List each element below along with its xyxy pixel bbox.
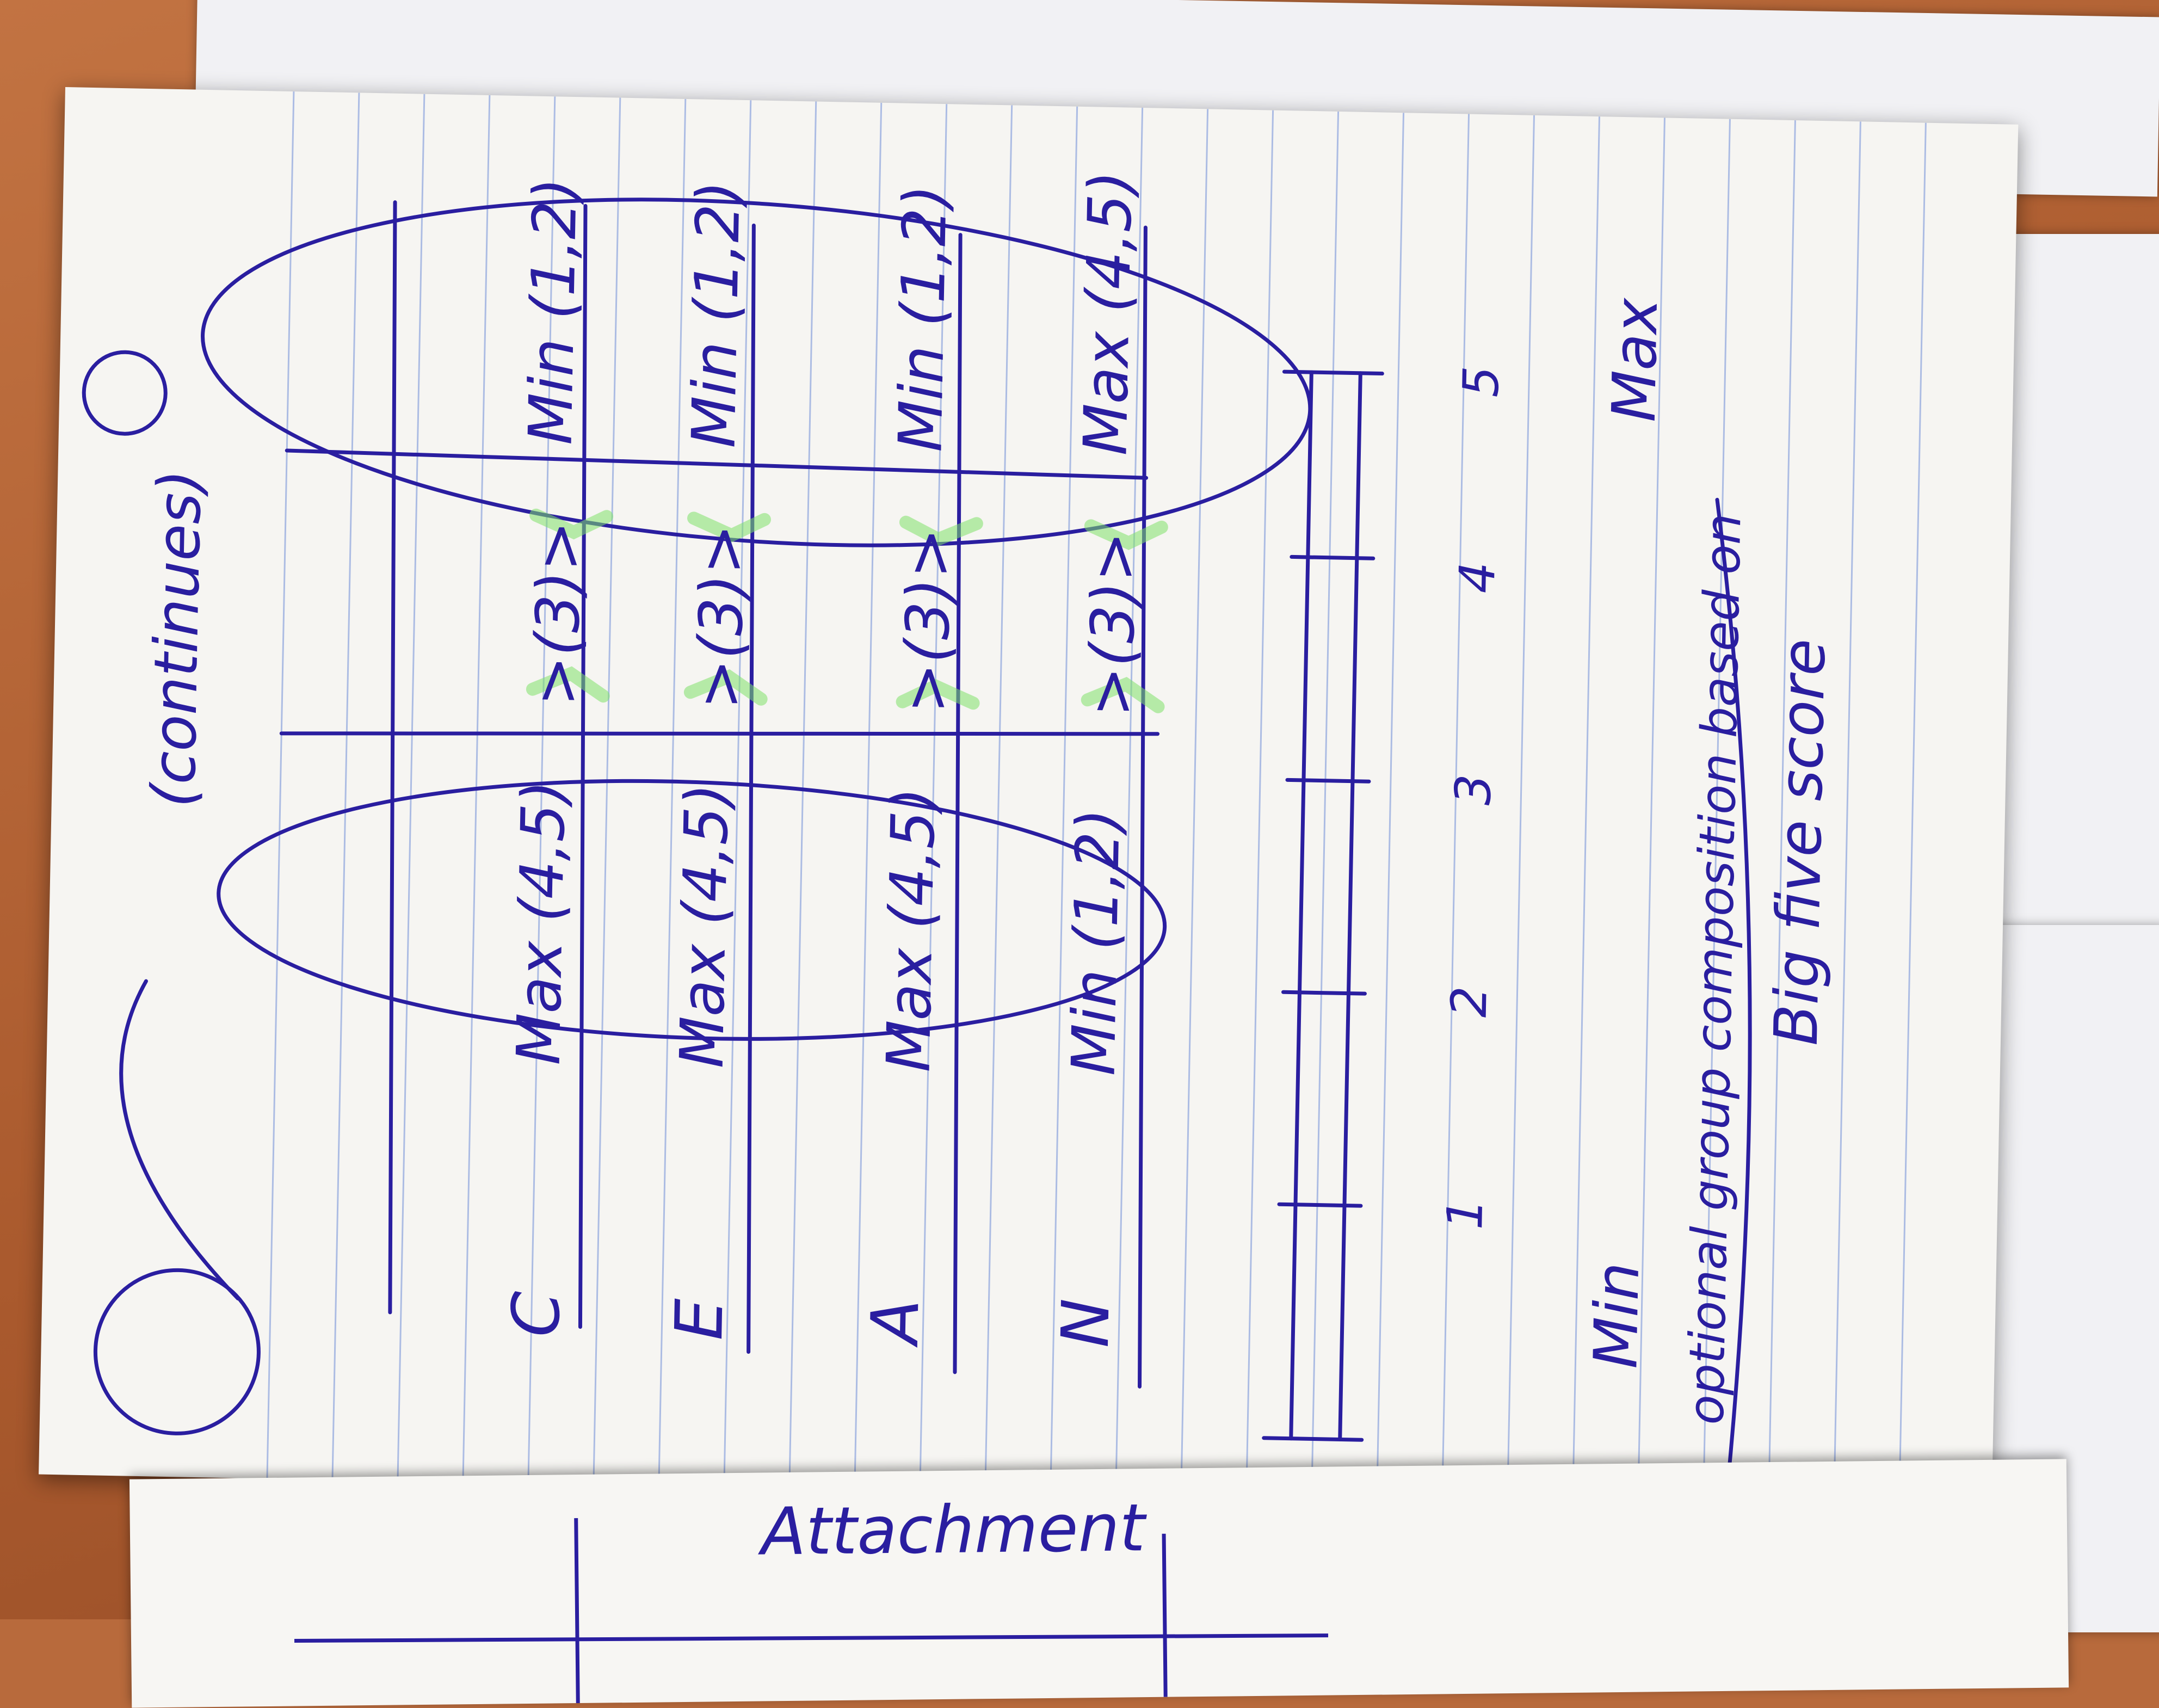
row-e-right: Min (1,2) xyxy=(678,180,754,449)
scale-tick-5: 5 xyxy=(1452,365,1510,398)
table-line-5 xyxy=(1138,225,1148,1389)
row-c-right: Min (1,2) xyxy=(515,177,590,446)
scale-tick-2: 2 xyxy=(1440,985,1498,1018)
column-label-a: A xyxy=(857,1298,934,1345)
column-label-c: C xyxy=(498,1290,575,1338)
scale-min-label: Min xyxy=(1581,1261,1653,1370)
row-a-relation: >(3)> xyxy=(891,527,965,714)
column-label-n: N xyxy=(1047,1298,1125,1348)
row-a-left: Max (4,5) xyxy=(873,786,949,1073)
scale-tick-1: 1 xyxy=(1436,1198,1495,1230)
ink-drawing xyxy=(82,198,1752,1512)
scale-tick-4: 4 xyxy=(1448,561,1507,594)
table-divider xyxy=(279,731,1160,736)
table-line-1 xyxy=(388,200,397,1315)
heading-continues: (continues) xyxy=(138,468,215,809)
row-c-relation: >(3)> xyxy=(521,520,595,707)
notebook-page: (continues) C E A N Max (4,5) >(3)> Min … xyxy=(39,87,2019,1512)
column-label-e: E xyxy=(662,1298,738,1341)
row-e-relation: >(3)> xyxy=(684,523,758,710)
table-line-3 xyxy=(747,223,756,1354)
footnote-line-2: Big five score xyxy=(1761,638,1839,1046)
row-a-right: Min (1,2) xyxy=(885,184,960,453)
table-line-2 xyxy=(578,204,588,1329)
table-line-4 xyxy=(953,233,963,1374)
next-page-ink xyxy=(294,1518,1329,1704)
scale-tick-3: 3 xyxy=(1445,773,1503,806)
row-c-left: Max (4,5) xyxy=(503,779,579,1066)
row-n-left: Min (1,2) xyxy=(1058,807,1133,1076)
scale-max-label: Max xyxy=(1599,297,1671,423)
row-n-right: Max (4,5) xyxy=(1070,170,1146,457)
next-page: Attachment xyxy=(129,1459,2069,1708)
row-n-relation: >(3)> xyxy=(1076,531,1150,718)
row-e-left: Max (4,5) xyxy=(667,782,742,1069)
table-top-divider xyxy=(285,448,1149,480)
